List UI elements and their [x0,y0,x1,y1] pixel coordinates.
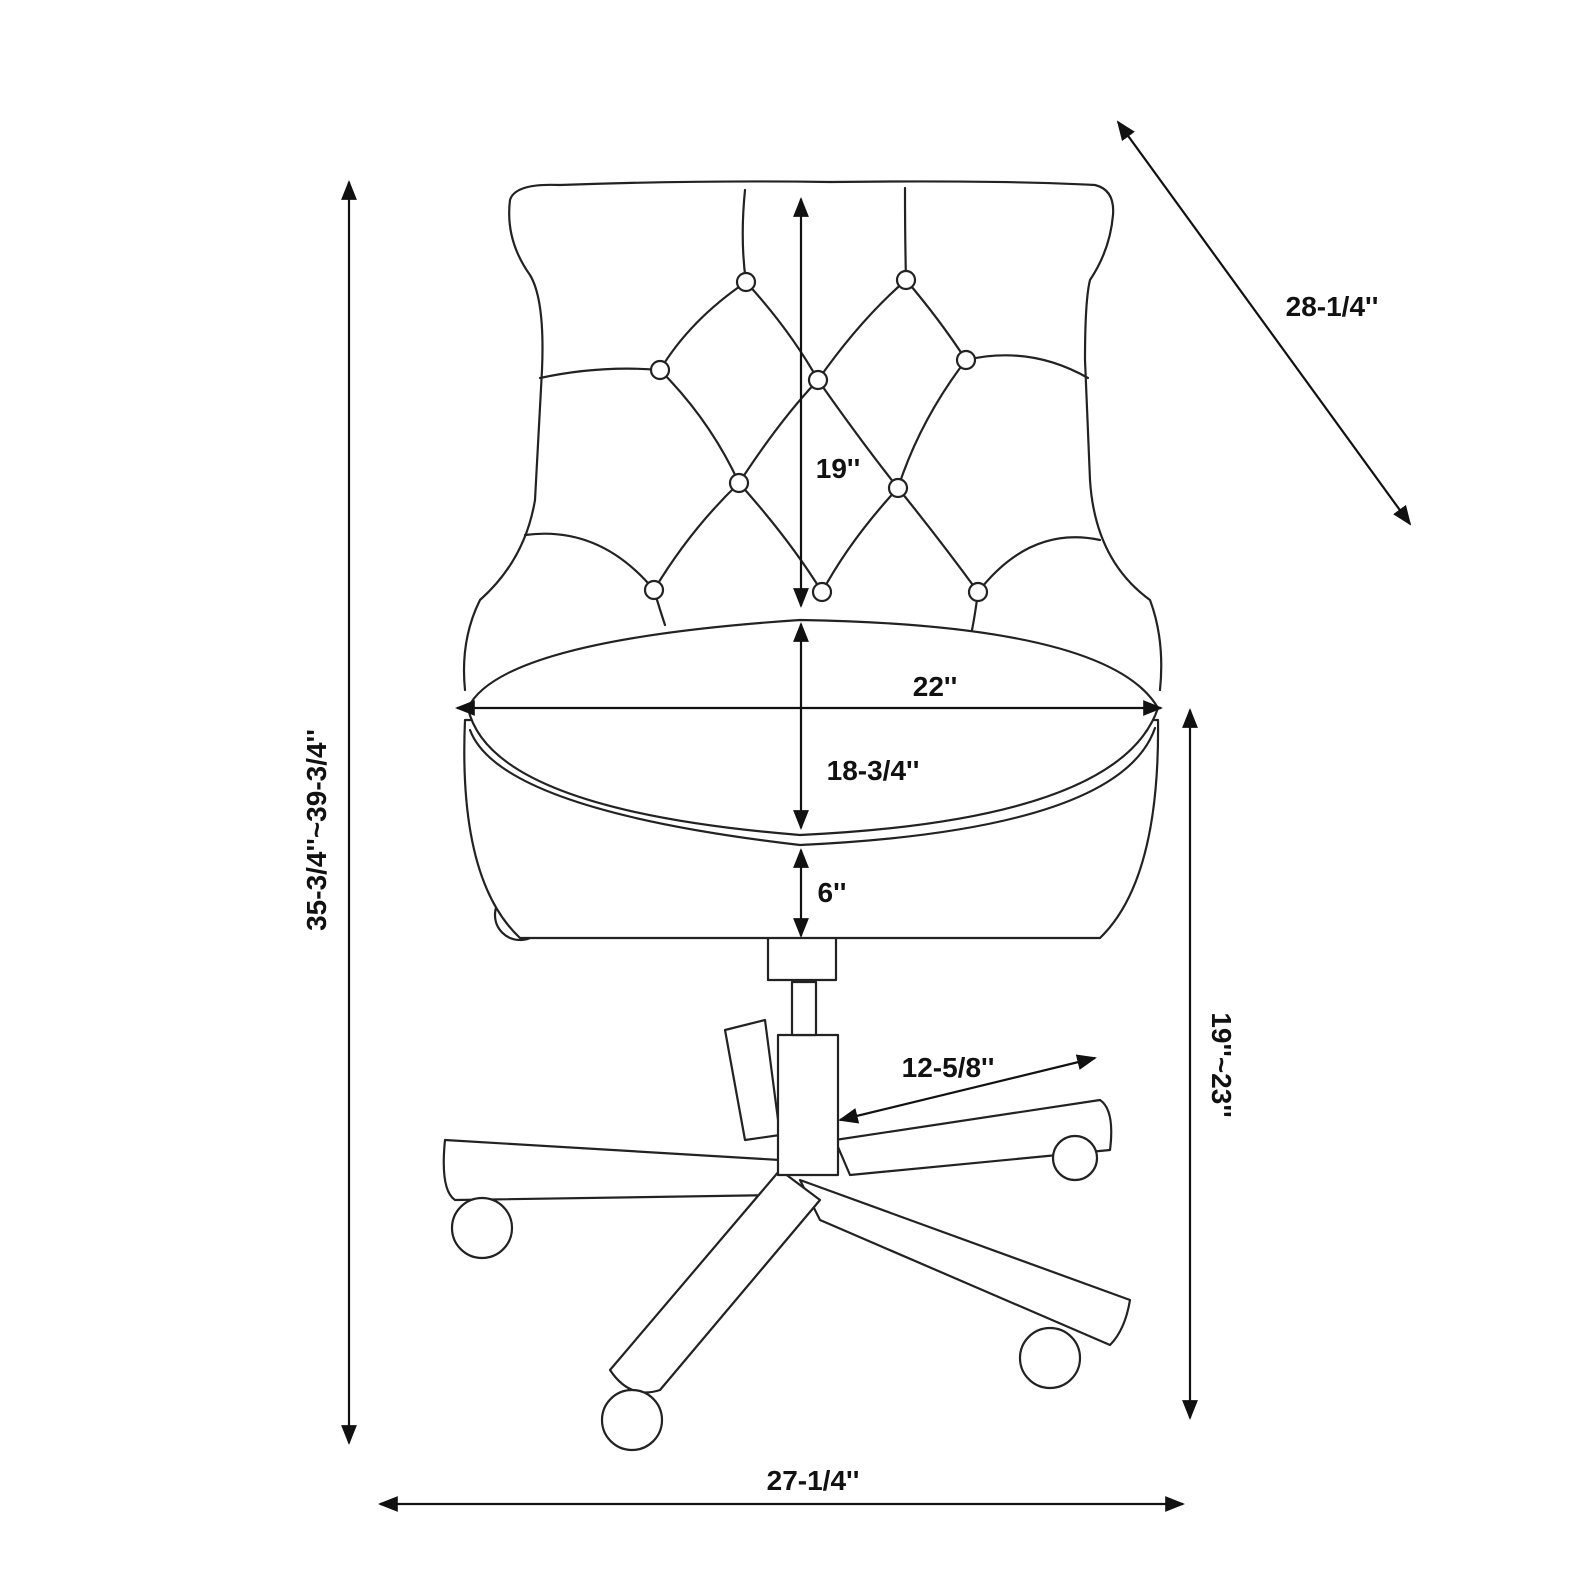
base-radius-arrow [838,1054,1097,1124]
total-width-label: 27-1/4'' [767,1465,860,1496]
tufting-buttons [643,269,989,603]
chair-drawing [442,180,1163,1452]
dimension-lines [341,120,1412,1512]
caster-wheel [450,1196,514,1260]
seat-thickness-label: 6'' [818,877,847,908]
seat-width-label: 22'' [913,671,957,702]
chair-seat [463,618,1160,940]
caster-wheel [600,1388,664,1452]
back-height-label: 19'' [816,453,860,484]
total-height-label: 35-3/4''~39-3/4'' [301,729,332,931]
depth-arrow [1116,120,1412,526]
depth-label: 28-1/4'' [1286,291,1379,322]
dimension-labels: 35-3/4''~39-3/4'' 27-1/4'' 19''~23'' 28-… [301,291,1378,1496]
seat-depth-label: 18-3/4'' [827,755,920,786]
seat-height-label: 19''~23'' [1206,1012,1237,1117]
base-radius-label: 12-5/8'' [902,1052,995,1083]
chair-base [442,888,1132,1452]
caster-wheel [1018,1326,1082,1390]
caster-wheel [1051,1134,1099,1182]
chair-back [462,180,1163,692]
